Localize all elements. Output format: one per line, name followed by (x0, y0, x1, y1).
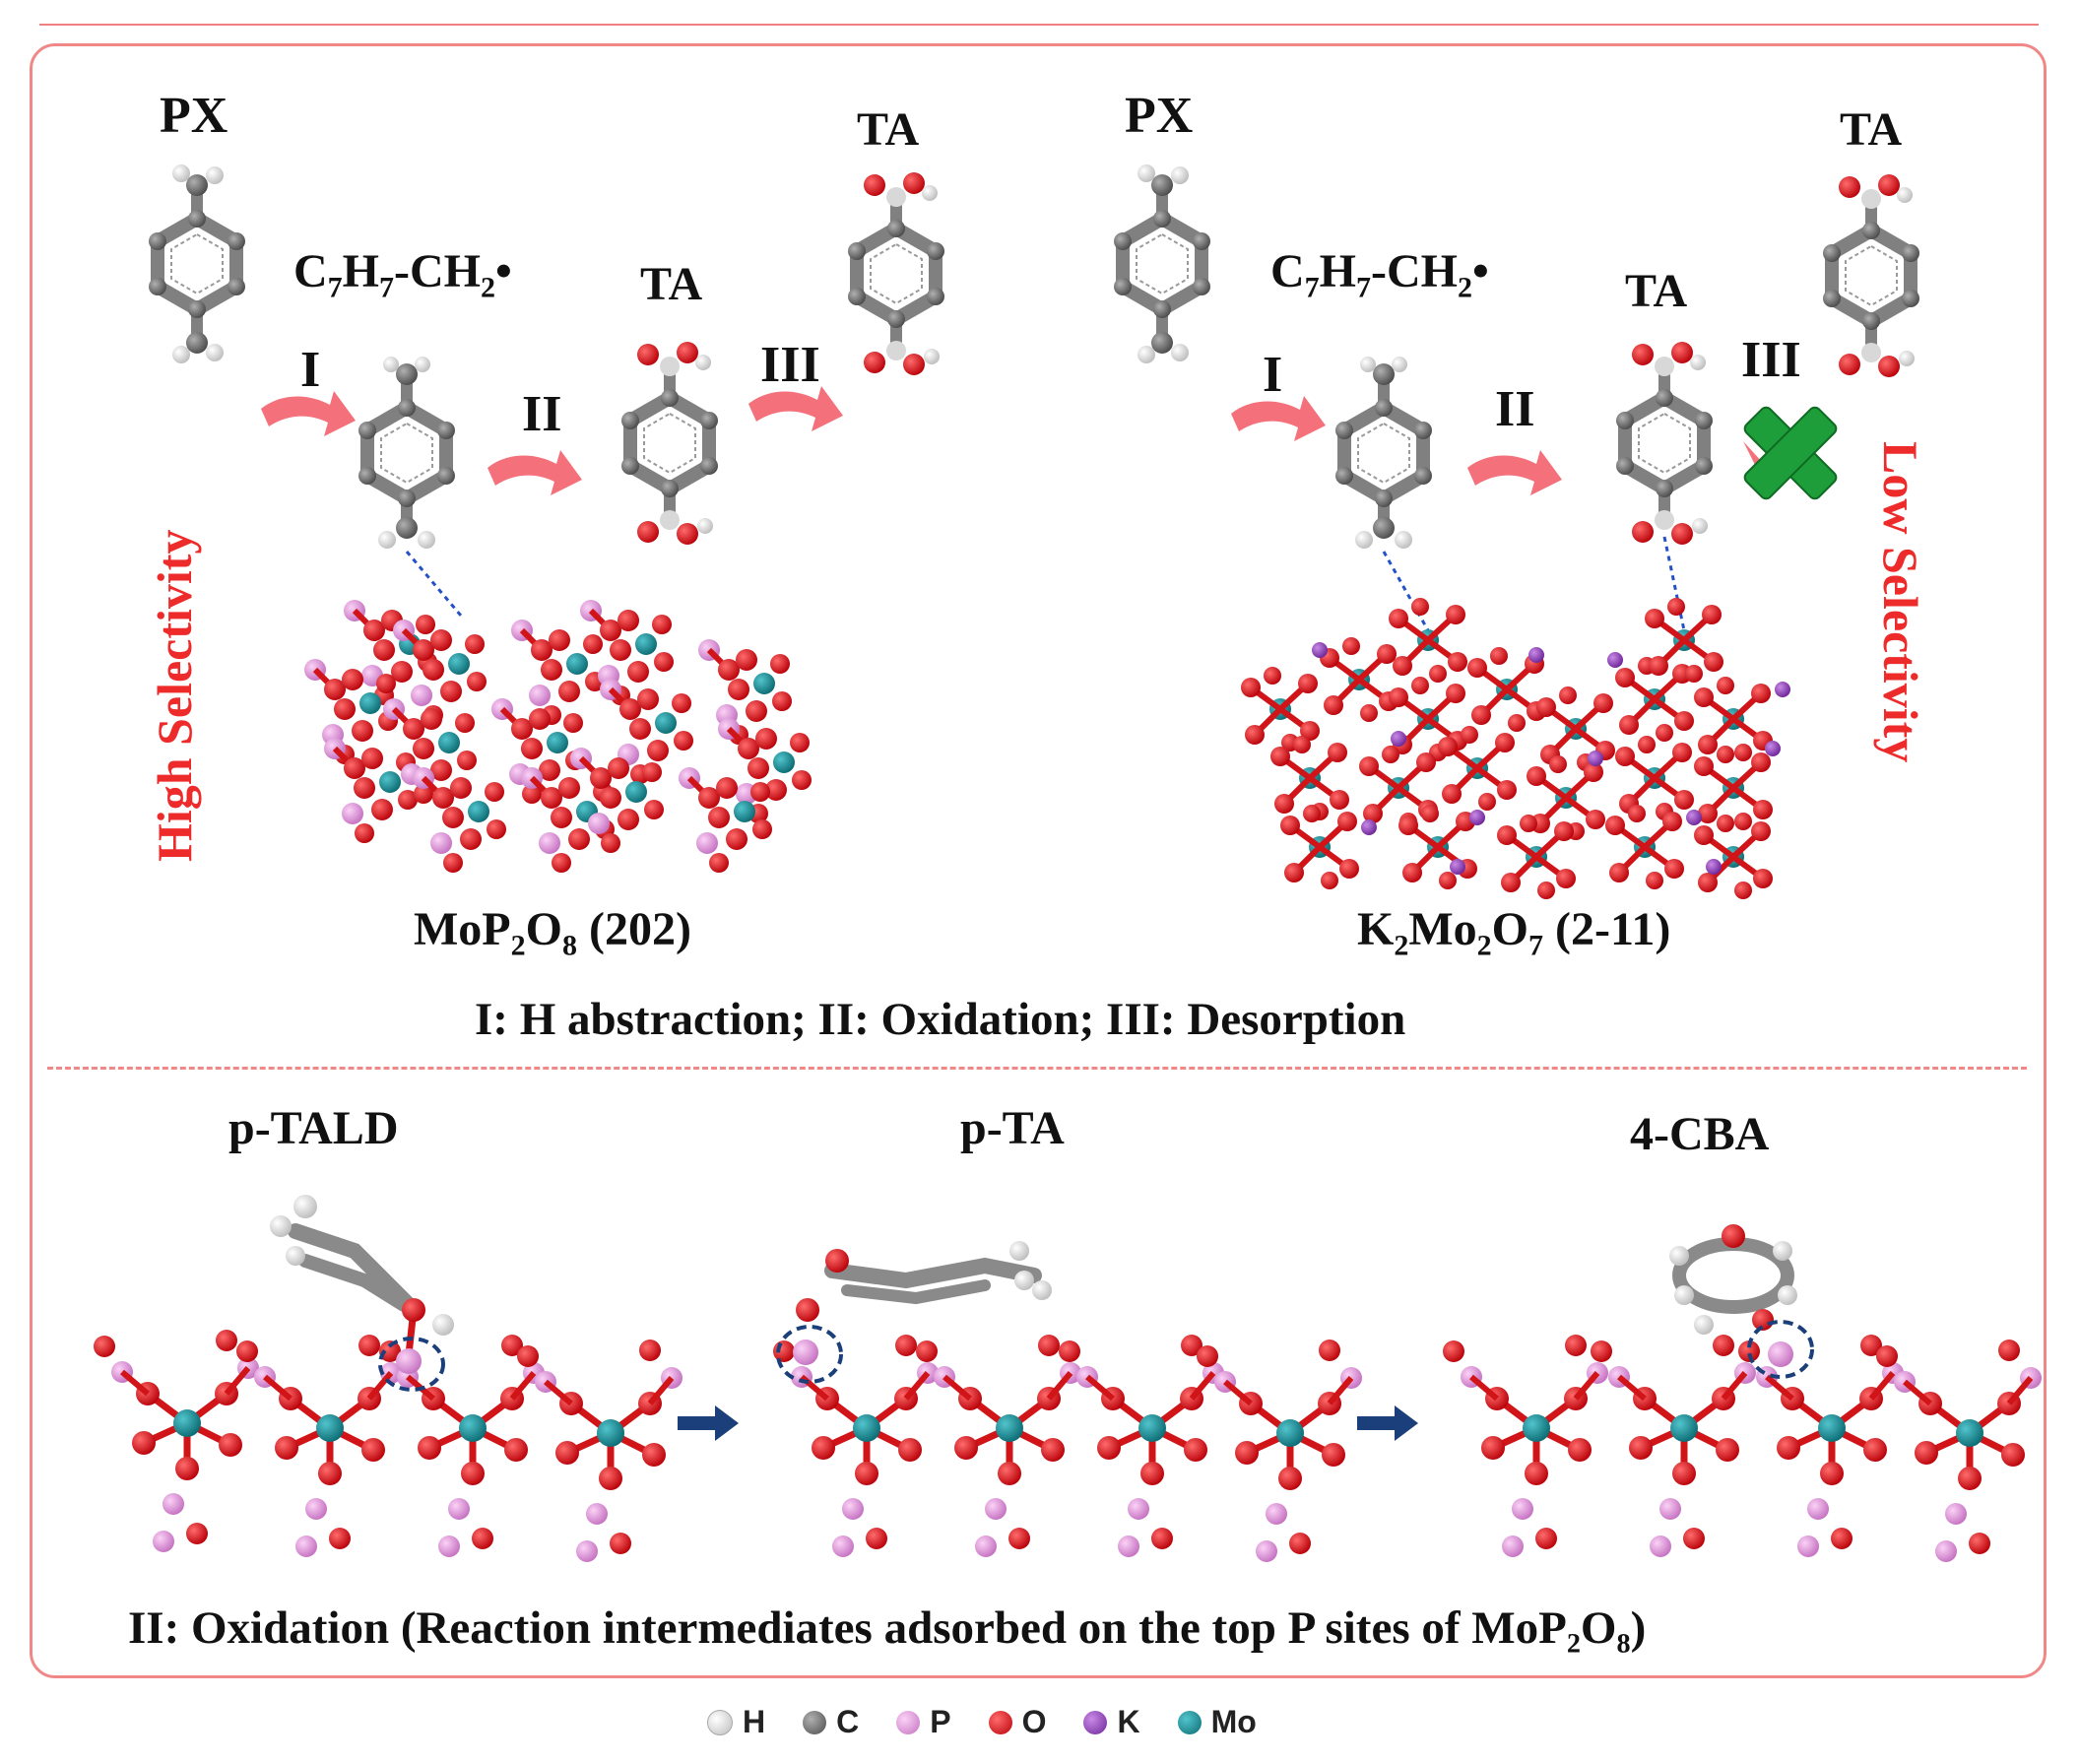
mop2o8-slab (304, 600, 812, 873)
panel-divider (47, 1067, 2027, 1070)
bottom-slab-2 (773, 1335, 1362, 1562)
potassium-swatch (1083, 1710, 1108, 1734)
k2mo2o7-slab (1241, 598, 1790, 899)
right-adsorption-bond-2 (1662, 536, 1686, 631)
element-legend: H C P O K Mo (707, 1704, 1284, 1740)
low-selectivity-label: Low Selectivity (1873, 441, 1928, 763)
left-ta-middle-molecule (621, 342, 718, 545)
right-radical-label: C7H7-CH2• (1270, 245, 1489, 304)
4-cba-molecule (1669, 1224, 1814, 1379)
4-cba-label: 4-CBA (1630, 1108, 1770, 1160)
left-radical-label: C7H7-CH2• (293, 245, 512, 304)
p-ta-label: p-TA (960, 1102, 1065, 1154)
top-rule (39, 24, 2039, 26)
right-step1-label: I (1263, 347, 1283, 403)
left-step2-label: II (522, 386, 562, 442)
legend-item-h: H (707, 1704, 765, 1740)
right-step2-label: II (1495, 381, 1535, 437)
steps-caption: I: H abstraction; II: Oxidation; III: De… (475, 994, 1406, 1045)
left-px-molecule (149, 164, 245, 363)
right-surface-label: K2Mo2O7 (2-11) (1357, 903, 1671, 962)
left-radical-molecule (358, 357, 455, 549)
phosphorus-swatch (896, 1710, 921, 1734)
p-tald-molecule (270, 1195, 454, 1392)
molybdenum-swatch (1177, 1710, 1202, 1734)
right-px-molecule (1114, 164, 1210, 363)
oxygen-swatch (988, 1710, 1012, 1734)
left-arrow-step2 (488, 450, 582, 495)
navy-arrow-2 (1357, 1405, 1418, 1441)
left-step1-label: I (300, 342, 321, 398)
blocked-desorption-cross (1743, 406, 1838, 500)
oxidation-caption: II: Oxidation (Reaction intermediates ad… (128, 1602, 1647, 1654)
figure-frame (30, 43, 2047, 1678)
bottom-slab-1 (94, 1330, 682, 1562)
p-ta-molecule (776, 1241, 1052, 1384)
legend-item-k: K (1083, 1704, 1140, 1740)
left-surface-label: MoP2O8 (202) (414, 903, 691, 962)
bottom-slab-3 (1443, 1335, 2042, 1562)
carbon-swatch (803, 1710, 827, 1734)
left-step3-label: III (760, 337, 820, 393)
hydrogen-swatch (707, 1709, 733, 1735)
right-ta-top-molecule (1823, 174, 1919, 377)
left-ta-top-label: TA (857, 103, 920, 156)
right-px-label: PX (1125, 88, 1194, 144)
right-ta-top-label: TA (1840, 103, 1903, 156)
legend-item-p: P (896, 1704, 951, 1740)
left-px-label: PX (160, 88, 228, 144)
right-step3-label: III (1741, 332, 1801, 388)
legend-item-c: C (803, 1704, 859, 1740)
left-adsorption-bond (405, 551, 463, 617)
navy-arrow-1 (678, 1405, 739, 1441)
right-radical-molecule (1335, 357, 1432, 549)
legend-item-o: O (988, 1704, 1046, 1740)
right-arrow-step2 (1467, 450, 1562, 495)
right-ta-mid-label: TA (1625, 265, 1688, 317)
right-ta-middle-molecule (1616, 342, 1713, 545)
left-ta-mid-label: TA (640, 258, 703, 310)
left-ta-top-molecule (848, 172, 944, 375)
legend-item-mo: Mo (1177, 1704, 1257, 1740)
high-selectivity-label: High Selectivity (147, 529, 202, 862)
p-tald-label: p-TALD (228, 1102, 399, 1154)
